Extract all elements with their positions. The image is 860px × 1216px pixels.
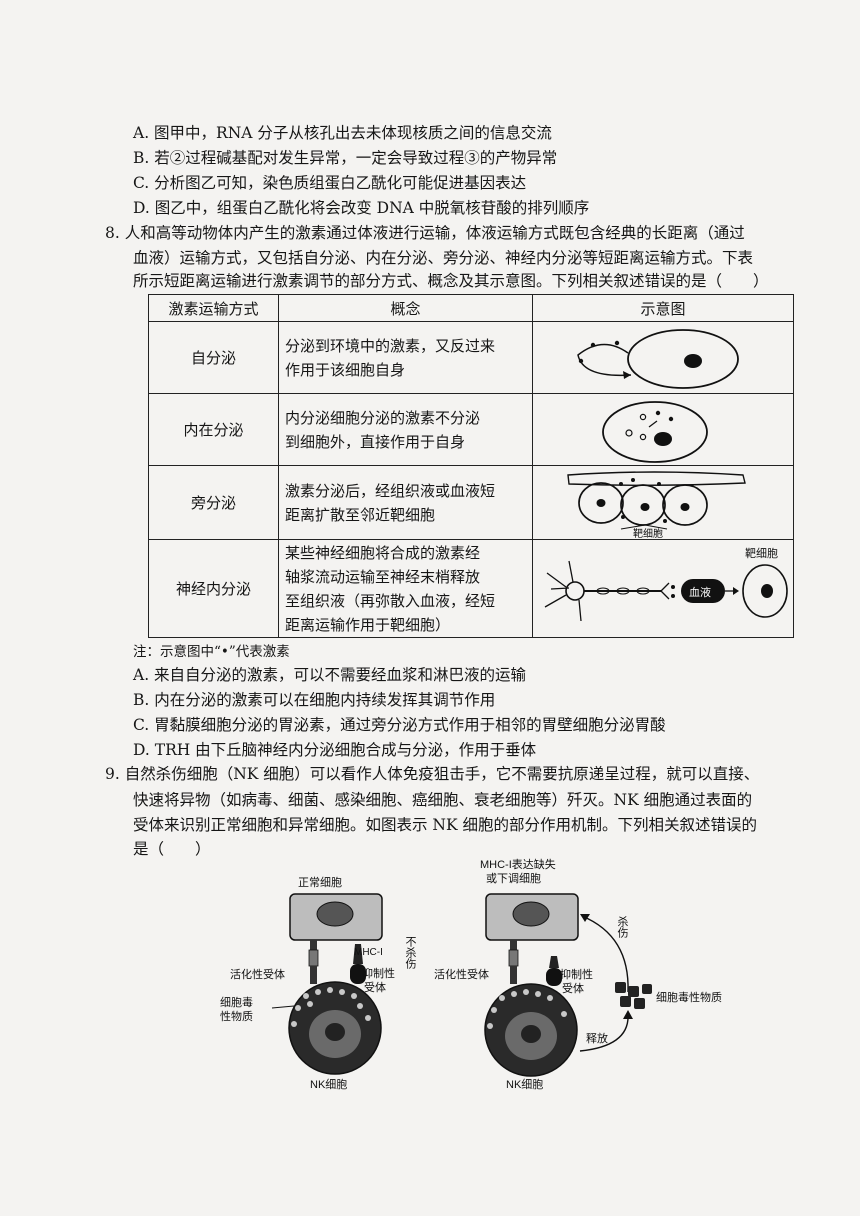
header-diagram: 示意图: [531, 294, 795, 322]
concept-cell: 某些神经细胞将合成的激素经 轴浆流动运输至神经末梢释放 至组织液（再弥散入血液，…: [278, 539, 533, 638]
table-row: 内在分泌 内分泌细胞分泌的激素不分泌 到细胞外，直接作用于自身: [147, 393, 795, 466]
nk-cell-figure: 正常细胞 MHC-I 活化性受体 抑制性 受体 不杀伤 细胞毒 性物质: [220, 857, 722, 1091]
prev-option-d: D. 图乙中，组蛋白乙酰化将会改变 DNA 中脱氧核苷酸的排列顺序: [133, 199, 590, 217]
mhc-label-left: MHC-I: [354, 947, 383, 958]
concept-cell: 内分泌细胞分泌的激素不分泌 到细胞外，直接作用于自身: [278, 393, 533, 466]
table-header-row: 激素运输方式 概念 示意图: [147, 294, 795, 322]
table-row: 神经内分泌 某些神经细胞将合成的激素经 轴浆流动运输至神经末梢释放 至组织液（再…: [147, 539, 795, 638]
nk-left-panel: 正常细胞 MHC-I 活化性受体 抑制性 受体 不杀伤 细胞毒 性物质: [220, 876, 417, 1091]
q8-option-c: C. 胃黏膜细胞分泌的胃泌素，通过旁分泌方式作用于相邻的胃壁细胞分泌胃酸: [133, 716, 666, 734]
activating-receptor-left: 活化性受体: [230, 967, 285, 981]
normal-cell-label: 正常细胞: [298, 876, 342, 889]
target-cell-label-neuro: 靶细胞: [745, 547, 778, 560]
q8-stem-line-2: 血液）运输方式，又包括自分泌、内在分泌、旁分泌、神经内分泌等短距离运输方式。下表: [133, 249, 754, 267]
table-note: 注：示意图中“•”代表激素: [133, 644, 290, 660]
kill-label: 杀伤: [616, 915, 629, 939]
toxic-left-1: 细胞毒: [220, 996, 253, 1009]
mhc-deficient-label-1: MHC-I表达缺失: [480, 857, 556, 871]
diagram-cell: [531, 321, 795, 394]
q9-stem-line-1: 9. 自然杀伤细胞（NK 细胞）可以看作人体免疫狙击手，它不需要抗原递呈过程，就…: [105, 765, 760, 783]
prev-option-c: C. 分析图乙可知，染色质组蛋白乙酰化可能促进基因表达: [133, 174, 527, 192]
method-cell: 内在分泌: [147, 393, 280, 466]
hormone-transport-table: 激素运输方式 概念 示意图 自分泌 分泌到环境中的激素，又反过来 作用于该细胞自…: [147, 294, 795, 638]
concept-cell: 激素分泌后，经组织液或血液短 距离扩散至邻近靶细胞: [278, 465, 533, 540]
no-kill-label: 不杀伤: [404, 936, 417, 970]
mhc-deficient-label-2: 或下调细胞: [486, 872, 541, 885]
q8-option-d: D. TRH 由下丘脑神经内分泌细胞合成与分泌，作用于垂体: [133, 741, 537, 759]
autocrine-diagram: [577, 328, 739, 389]
nk-right-panel: MHC-I表达缺失 或下调细胞 活化性受体 抑制性 受体 杀伤: [434, 857, 722, 1091]
q8-option-a: A. 来自自分泌的激素，可以不需要经血浆和淋巴液的运输: [133, 666, 527, 684]
prev-option-b: B. 若②过程碱基配对发生异常，一定会导致过程③的产物异常: [133, 149, 558, 167]
q8-stem-line-3: 所示短距离运输进行激素调节的部分方式、概念及其示意图。下列相关叙述错误的是（ ）: [133, 272, 769, 290]
target-cell-label-paracrine: 靶细胞: [633, 527, 663, 539]
diagram-cell: 靶细胞: [531, 465, 795, 540]
release-label: 释放: [586, 1031, 608, 1045]
method-cell: 自分泌: [147, 321, 280, 394]
inhibitory-receptor-right-1: 抑制性: [560, 967, 593, 981]
paracrine-diagram: 靶细胞: [567, 470, 746, 539]
diagram-cell: 血液 靶细胞: [531, 539, 795, 638]
nk-cell-label-right: NK细胞: [506, 1078, 543, 1091]
q9-stem-line-2: 快速将异物（如病毒、细菌、感染细胞、癌细胞、衰老细胞等）歼灭。NK 细胞通过表面…: [133, 791, 753, 809]
q8-option-b: B. 内在分泌的激素可以在细胞内持续发挥其调节作用: [133, 691, 496, 709]
table-row: 自分泌 分泌到环境中的激素，又反过来 作用于该细胞自身: [147, 321, 795, 394]
q8-stem-line-1: 8. 人和高等动物体内产生的激素通过体液进行运输，体液运输方式既包含经典的长距离…: [105, 224, 745, 242]
activating-receptor-right: 活化性受体: [434, 967, 489, 981]
toxic-left-2: 性物质: [220, 1009, 253, 1023]
neuroendocrine-diagram: 血液 靶细胞: [544, 547, 788, 621]
toxic-right: 细胞毒性物质: [656, 990, 722, 1004]
inhibitory-receptor-left-2: 受体: [364, 980, 386, 994]
prev-option-a: A. 图甲中，RNA 分子从核孔出去未体现核质之间的信息交流: [133, 124, 552, 142]
method-cell: 旁分泌: [147, 465, 280, 540]
q9-stem-line-4: 是（ ）: [133, 840, 211, 858]
inhibitory-receptor-left-1: 抑制性: [362, 966, 395, 980]
concept-cell: 分泌到环境中的激素，又反过来 作用于该细胞自身: [278, 321, 533, 394]
diagram-cell: [531, 393, 795, 466]
header-method: 激素运输方式: [147, 294, 280, 322]
method-cell: 神经内分泌: [147, 539, 280, 638]
nk-cell-label-left: NK细胞: [310, 1078, 347, 1091]
blood-label: 血液: [689, 585, 711, 599]
table-row: 旁分泌 激素分泌后，经组织液或血液短 距离扩散至邻近靶细胞: [147, 465, 795, 540]
q9-stem-line-3: 受体来识别正常细胞和异常细胞。如图表示 NK 细胞的部分作用机制。下列相关叙述错…: [133, 816, 757, 834]
inhibitory-receptor-right-2: 受体: [562, 981, 584, 995]
header-concept: 概念: [278, 294, 533, 322]
intracrine-diagram: [602, 400, 708, 463]
